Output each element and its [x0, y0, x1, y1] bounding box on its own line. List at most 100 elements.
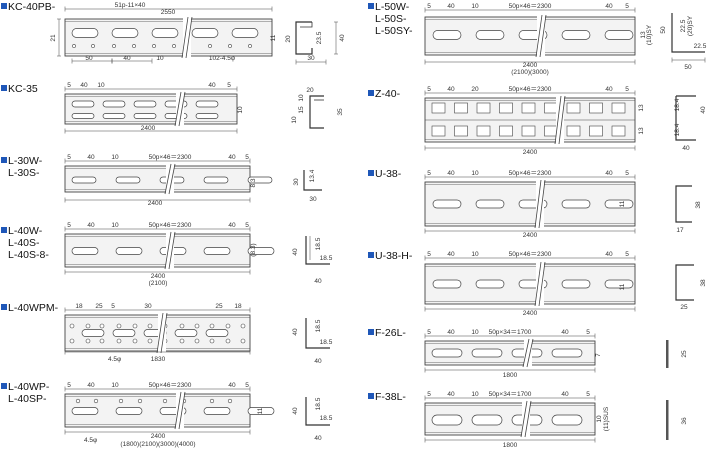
dimension-label: (2100)(3000) [511, 69, 549, 76]
break-line [558, 95, 566, 145]
break-line [168, 163, 176, 195]
dimension-label: 40 [447, 329, 455, 336]
square-hole [431, 125, 446, 137]
break-line [181, 16, 189, 59]
slot-hole [115, 176, 141, 184]
dimension-label: 40 [87, 222, 95, 229]
product-title-text: L-40SP- [8, 393, 47, 405]
slot-hole [203, 407, 231, 415]
slot-hole [432, 199, 462, 209]
dimension-label: 10 [97, 82, 105, 89]
dimension-label: 2400 [523, 310, 538, 317]
product-title-line: L-50SY- [368, 25, 413, 37]
product-title-line: Z-40- [368, 88, 400, 100]
round-hole [162, 398, 168, 404]
dimension-label: 30 [307, 55, 315, 62]
break-line [160, 312, 168, 354]
dimension-label: 25 [215, 303, 223, 310]
round-hole [227, 398, 233, 404]
break-gap [524, 340, 532, 366]
dimension-label: 13 [638, 104, 645, 112]
square-hole [544, 102, 558, 114]
bullet-square [1, 157, 7, 163]
dimension-label: 11 [619, 283, 626, 290]
slot-hole [551, 414, 583, 426]
round-hole [93, 398, 99, 404]
slot-hole [475, 279, 505, 289]
dimension-label: 40 [447, 251, 455, 258]
dimension-label: (2100) [149, 280, 168, 287]
break-gap [522, 402, 530, 436]
break-gap [183, 18, 191, 57]
dimension-label: 10 [471, 3, 479, 10]
dimension-label: 10 [237, 106, 244, 114]
product-title: KC-40PB- [1, 1, 55, 13]
dimension-label: 40 [292, 328, 299, 336]
square-hole [544, 125, 558, 137]
slot-hole [431, 414, 463, 426]
break-line [520, 400, 528, 438]
break-line [164, 231, 172, 270]
dimension-label: 2400 [151, 273, 166, 280]
dimension-label: 17 [676, 227, 684, 234]
slot-hole [561, 199, 591, 209]
product-title: L-40WPM- [1, 302, 58, 314]
round-hole [99, 323, 105, 329]
slot-hole [71, 113, 95, 119]
break-gap [176, 393, 184, 428]
dimension-label: 11 [619, 200, 626, 207]
dimension-label: 40 [605, 251, 613, 258]
dimension-label: 5 [427, 329, 431, 336]
break-line [554, 95, 562, 145]
slot-hole [551, 348, 583, 358]
cross-section [666, 340, 669, 368]
dimension-label: 40 [123, 55, 131, 62]
slot-hole [205, 329, 229, 337]
slot-hole [71, 176, 97, 184]
dimension-label: 50 [684, 64, 692, 71]
break-gap [536, 181, 544, 227]
slot-hole [432, 30, 462, 40]
square-hole [589, 102, 603, 114]
dimension-label: 30 [309, 196, 317, 203]
slot-hole [133, 113, 157, 119]
bullet-square [368, 3, 374, 9]
product-title-text: L-40WP- [8, 381, 50, 393]
round-hole [225, 323, 231, 329]
round-hole [132, 338, 138, 344]
dimension-label: 5 [427, 3, 431, 10]
bullet-square [368, 393, 374, 399]
break-gap [536, 263, 544, 305]
break-line [174, 391, 182, 430]
slot-hole [432, 279, 462, 289]
round-hole [69, 338, 75, 344]
slot-hole [102, 113, 126, 119]
round-hole [172, 44, 176, 48]
product-title-text: L-40S-8- [8, 249, 49, 261]
product-title-line: L-30S- [1, 167, 42, 179]
square-hole [589, 125, 603, 137]
square-hole [476, 102, 491, 114]
dimension-label: 23.5 [316, 31, 323, 44]
break-line [534, 261, 542, 307]
dimension-label: 40 [292, 248, 299, 256]
break-gap [166, 165, 174, 193]
break-line [535, 14, 543, 58]
break-line [539, 14, 547, 58]
product-title-line: KC-35 [1, 83, 38, 95]
product-title-text: F-26L- [375, 327, 406, 339]
round-hole [194, 338, 200, 344]
dimension-label: 15 [298, 106, 305, 114]
dimension-label: 1800 [503, 442, 518, 449]
dimension-label: 40 [700, 106, 707, 114]
dimension-label: 50p×46＝2300 [509, 3, 552, 10]
product-title-text: L-40W- [8, 225, 43, 237]
product-title-line: L-40S-8- [1, 249, 49, 261]
dimension-label: 40 [87, 154, 95, 161]
dimension-label: 10 [471, 391, 479, 398]
break-line [534, 179, 542, 229]
dimension-label: 5 [586, 329, 590, 336]
dimension-label: 40 [682, 145, 690, 152]
